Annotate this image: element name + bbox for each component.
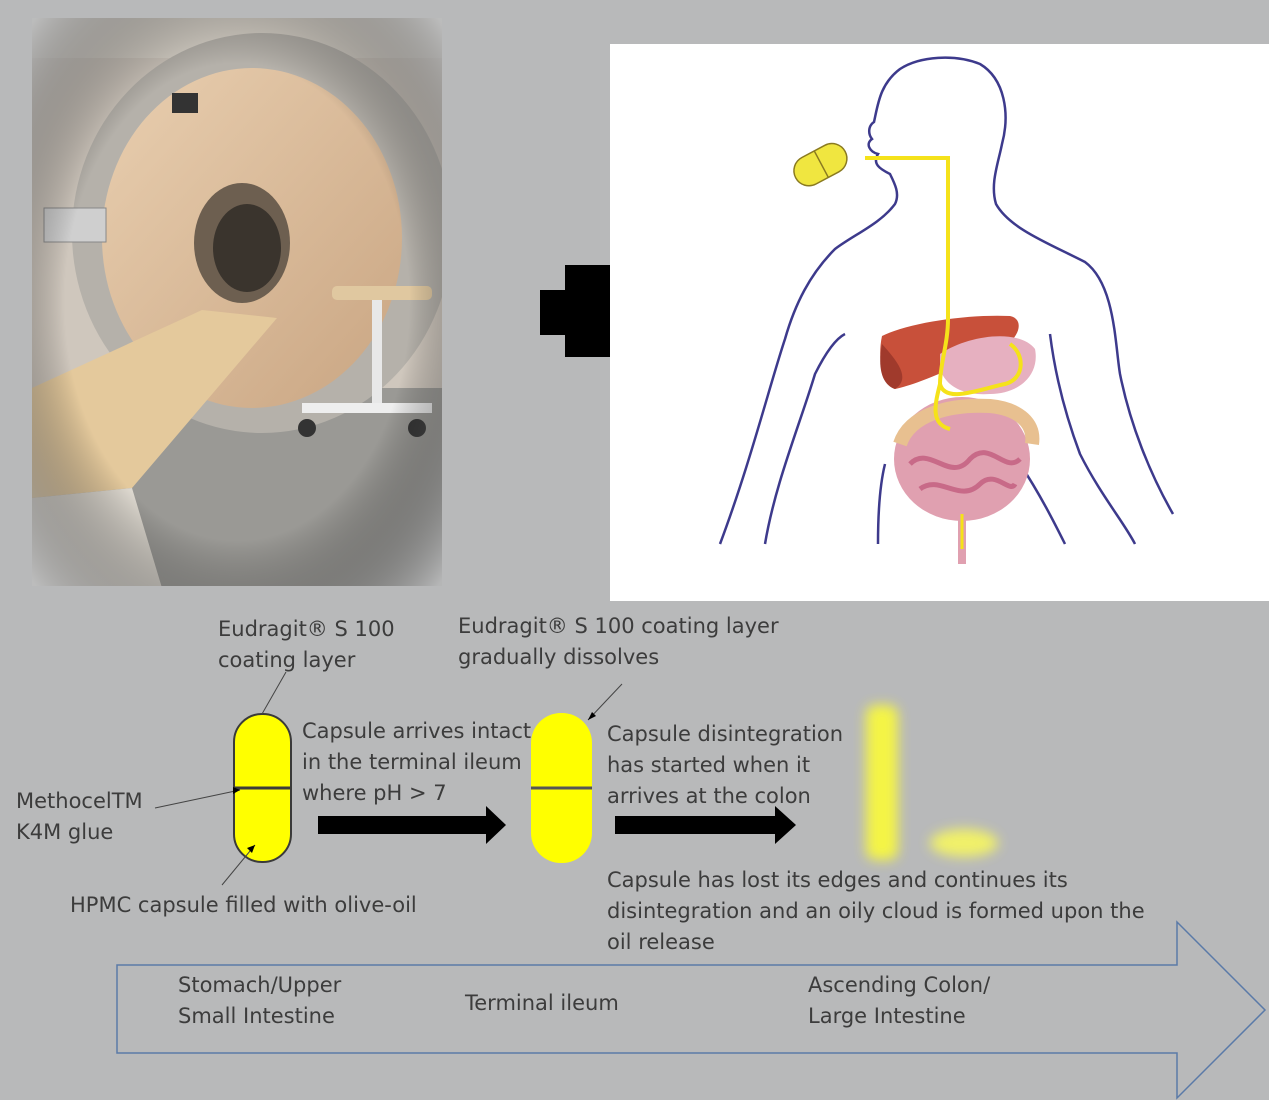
capsule-icon bbox=[793, 142, 848, 187]
human-body-outline-icon bbox=[718, 56, 1175, 564]
region-arrow bbox=[116, 920, 1267, 1100]
arrow-right-icon bbox=[615, 806, 796, 844]
lost-edges-label: Capsule has lost its edges and continues… bbox=[607, 868, 1145, 954]
arrow-right-icon bbox=[318, 806, 506, 844]
disintegrating-capsule bbox=[866, 705, 898, 860]
oil-cloud bbox=[930, 829, 998, 857]
digestive-tract-illustration bbox=[610, 44, 1269, 601]
region-colon-label: Ascending Colon/ Large Intestine bbox=[808, 973, 991, 1028]
disintegration-started-label: Capsule disintegration has started when … bbox=[607, 722, 844, 808]
capsule-arrives-label: Capsule arrives intact in the terminal i… bbox=[302, 719, 532, 805]
eudragit-dissolves-label: Eudragit® S 100 coating layer gradually … bbox=[458, 614, 779, 669]
plus-icon bbox=[540, 265, 635, 357]
region-ileum-label: Terminal ileum bbox=[465, 991, 619, 1015]
region-stomach-label: Stomach/Upper Small Intestine bbox=[178, 973, 342, 1028]
methocel-glue-label: MethocelTM K4M glue bbox=[16, 789, 143, 844]
mri-scanner-photo bbox=[32, 18, 442, 586]
eudragit-coating-label: Eudragit® S 100 coating layer bbox=[218, 617, 395, 672]
capsule-process-diagram bbox=[116, 671, 1267, 1100]
hpmc-capsule-label: HPMC capsule filled with olive-oil bbox=[70, 893, 417, 917]
